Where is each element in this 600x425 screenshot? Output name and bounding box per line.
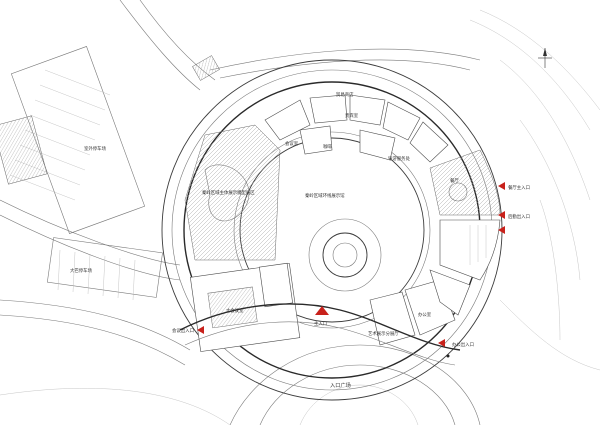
label-car-parking: 室外停车场 [84,145,107,152]
qinling-exhibit-zone [184,124,281,261]
entrance-marker-icon [498,226,505,234]
label-logistics-entrance: 后勤出入口 [508,213,530,220]
entrance-marker-icon [498,182,505,190]
label-office-entrance: 办公出入口 [452,341,474,348]
label-qinling-exhibit: 秦岭区域主体展示模型展区 [202,189,255,196]
label-office: 办公室 [418,311,432,318]
label-central-hall: 秦岭区域环线展示馆 [305,192,345,199]
entrance-marker-icon [315,306,329,315]
label-canteen: 餐厅 [450,177,459,184]
plan-labels: 室外停车场 大巴停车场 秦岭区域主体展示模型展区 贸易商店 贵宾室 会议室 咖啡… [70,91,459,389]
label-conference-entrance: 会议出入口 [172,327,194,334]
top-kiosk [192,55,220,81]
bus-parking-lot [46,237,163,301]
car-parking-lot [0,46,146,234]
entrance-marker-icon [438,339,445,347]
ring-rooms [264,94,501,346]
label-multi-hall: 大会议室 [226,307,244,314]
north-arrow-icon [538,48,552,68]
lower-arm [179,303,461,366]
entrance-markers: 主入口 会议出入口 办公出入口 餐厅主入口 后勤出入口 [172,182,530,358]
label-restaurant-entrance: 餐厅主入口 [508,184,530,191]
entrance-marker-icon [498,211,505,219]
label-main-entrance: 主入口 [314,320,327,327]
label-bianjie-shop: 贸易商店 [336,91,354,98]
label-entrance-plaza: 入口广场 [330,381,351,389]
entrance-point-icon [446,354,450,358]
label-guide-center: 导游服务处 [388,155,411,162]
label-conference: 会议室 [285,140,299,147]
label-vip-room: 贵宾室 [345,112,359,119]
entrance-marker-icon [197,326,204,334]
label-art-studio: 艺术展示分展厅 [368,330,399,337]
label-cafe: 咖啡 [323,143,332,150]
label-bus-parking: 大巴停车场 [70,267,93,274]
